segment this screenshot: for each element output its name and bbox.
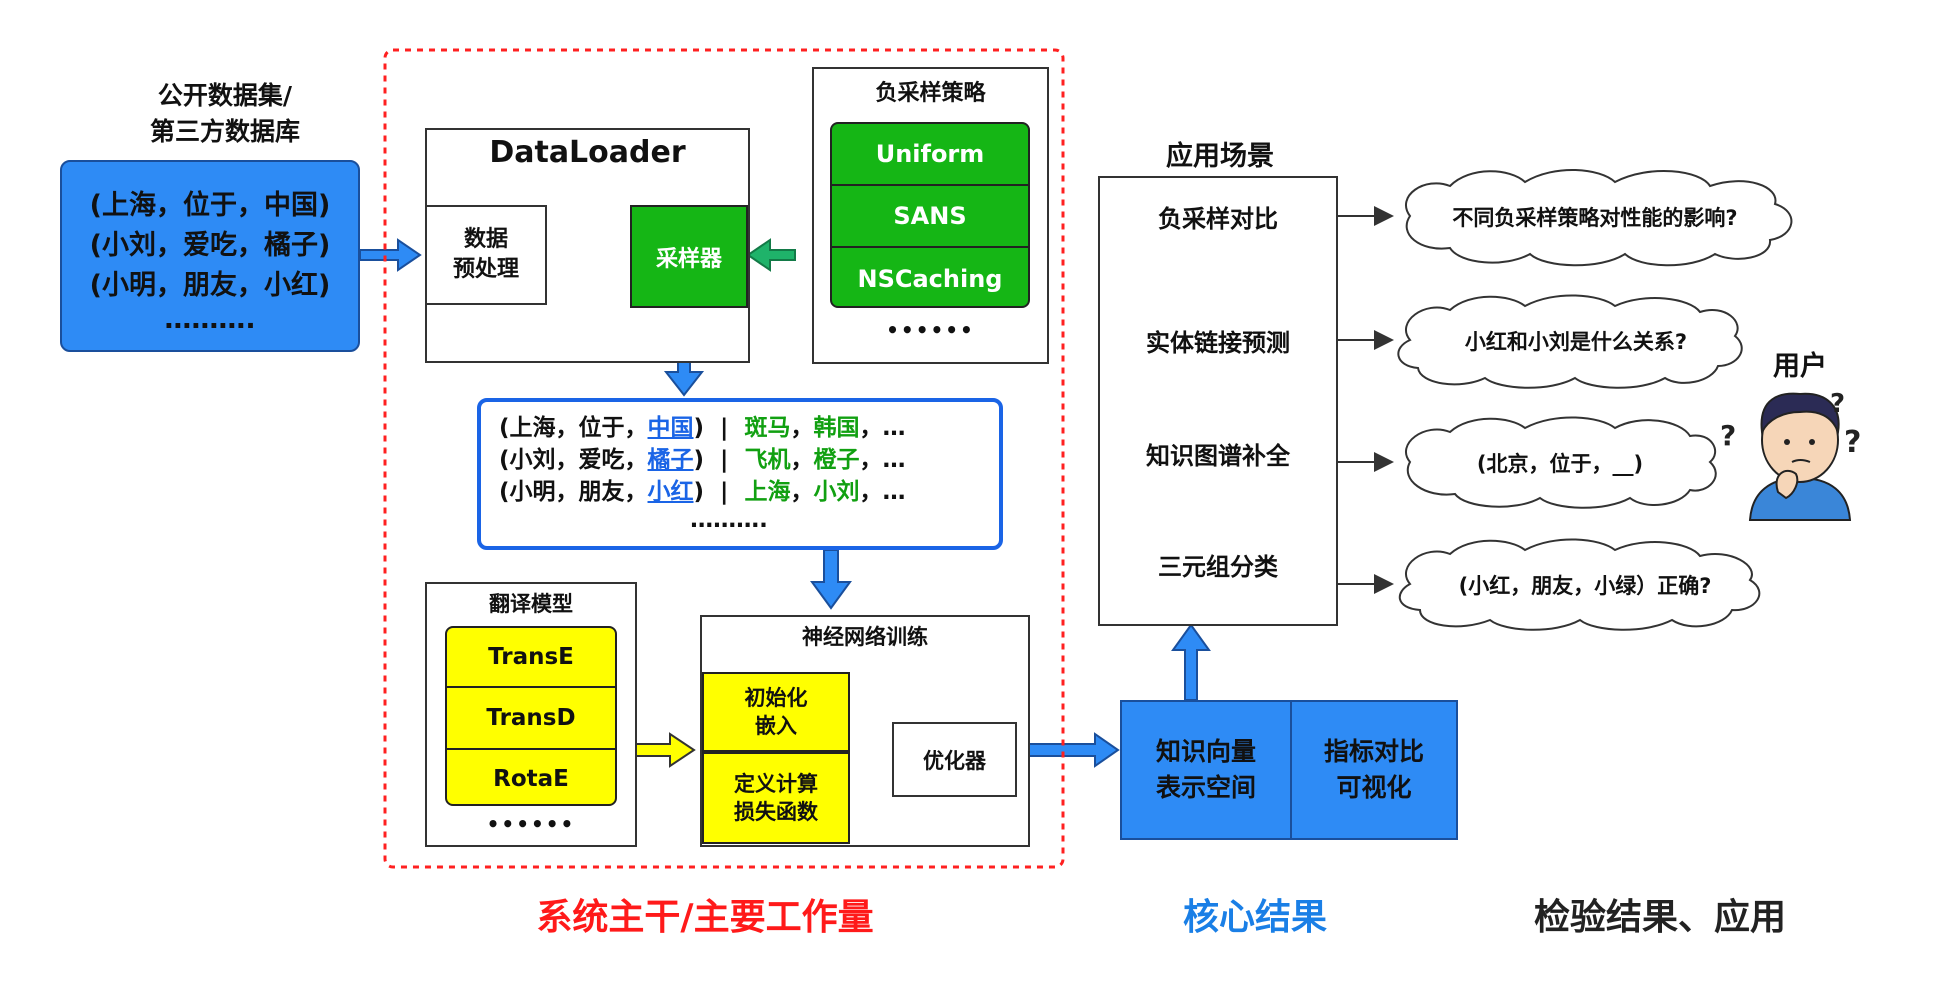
strategy-title: 负采样策略 (875, 81, 986, 106)
sample-sep: ) | (693, 479, 745, 505)
sample-tail: ，… (859, 447, 906, 473)
app-item: 负采样对比 (1158, 204, 1278, 233)
metric-visual-cell: 指标对比 可视化 (1292, 702, 1456, 838)
training-title: 神经网络训练 (802, 625, 928, 649)
cloud-shape-q3 (1405, 416, 1717, 509)
sample-tail: ，… (859, 415, 906, 441)
source-title-line2: 第三方数据库 (149, 117, 300, 146)
arrow-optimizer-to-results (1017, 732, 1120, 768)
samples-more: ………. (690, 507, 768, 533)
sample-negative: 橙子 (813, 447, 860, 473)
sample-comma: ， (790, 415, 814, 441)
models-more: •••••• (486, 812, 576, 836)
strategy-item: SANS (832, 186, 1028, 248)
caption-main: 系统主干/主要工作量 (536, 897, 874, 938)
strategy-item: NSCaching (857, 265, 1003, 293)
apps-title: 应用场景 (1166, 141, 1274, 172)
sample-negative: 韩国 (813, 415, 860, 441)
cloud-shape-q4 (1398, 538, 1761, 631)
source-title-line1: 公开数据集/ (157, 81, 293, 110)
source-triple: (小明，朋友，小红) (89, 270, 331, 301)
arrow-results-to-apps (1171, 623, 1211, 701)
arrow-samples-to-training (810, 549, 852, 610)
caption-verify: 检验结果、应用 (1533, 897, 1786, 938)
caption-core: 核心结果 (1182, 897, 1327, 938)
sample-comma: ， (790, 479, 814, 505)
vector-line1: 知识向量 (1155, 737, 1256, 766)
init-embedding-box: 初始化 嵌入 (702, 672, 850, 752)
sample-target: 中国 (647, 415, 694, 441)
source-triple: (小刘，爱吃，橘子) (89, 230, 331, 261)
sample-negative: 小刘 (813, 479, 860, 505)
dataloader-title: DataLoader (489, 135, 686, 170)
loss-line2: 损失函数 (734, 800, 818, 824)
sample-negative: 斑马 (744, 415, 791, 441)
preprocess-line2: 预处理 (452, 257, 519, 282)
sample-prefix: (上海，位于， (499, 415, 648, 441)
app-item: 知识图谱补全 (1146, 441, 1290, 470)
apps-panel (1098, 176, 1338, 626)
sample-prefix: (小刘，爱吃， (499, 447, 648, 473)
sample-row: (上海，位于，中国) | 斑马，韩国，… (499, 412, 999, 444)
strategy-list: Uniform SANS NSCaching (830, 122, 1030, 308)
source-data-box: (上海，位于，中国) (小刘，爱吃，橘子) (小明，朋友，小红) ………. (60, 160, 360, 352)
question-cloud: 不同负采样策略对性能的影响? (1452, 206, 1738, 230)
init-line2: 嵌入 (755, 714, 797, 738)
sample-sep: ) | (693, 415, 745, 441)
preprocess-box: 数据 预处理 (425, 205, 547, 305)
sample-target: 橘子 (647, 447, 694, 473)
source-title: 公开数据集/ 第三方数据库 (95, 78, 355, 150)
cloud-shape-q2 (1397, 294, 1743, 389)
preprocess-line1: 数据 (463, 227, 508, 252)
question-cloud: (北京，位于，__) (1476, 452, 1644, 476)
sample-negative: 上海 (744, 479, 791, 505)
sample-row: (小明，朋友，小红) | 上海，小刘，… (499, 476, 999, 508)
metric-line1: 指标对比 (1323, 737, 1424, 766)
sampler-box: 采样器 (630, 205, 748, 308)
cloud-shape-q1 (1405, 168, 1793, 267)
app-item: 三元组分类 (1158, 552, 1278, 581)
question-cloud: 小红和小刘是什么关系? (1464, 330, 1688, 354)
sample-target: 小红 (647, 479, 694, 505)
arrow-models-to-training (634, 732, 696, 768)
arrow-strategy-to-sampler (746, 238, 796, 272)
sample-sep: ) | (693, 447, 745, 473)
optimizer-box: 优化器 (892, 722, 1017, 797)
vector-space-cell: 知识向量 表示空间 (1122, 702, 1292, 838)
strategy-more: •••••• (886, 318, 975, 342)
strategy-item: Uniform (832, 124, 1028, 186)
model-item: TransD (447, 688, 615, 750)
init-line1: 初始化 (744, 686, 808, 710)
source-triple: (上海，位于，中国) (89, 190, 331, 221)
loss-function-box: 定义计算 损失函数 (702, 752, 850, 844)
sample-tail: ，… (859, 479, 906, 505)
sample-comma: ， (790, 447, 814, 473)
metric-line2: 可视化 (1336, 773, 1412, 802)
loss-line1: 定义计算 (734, 772, 818, 796)
source-more: ………. (164, 304, 256, 335)
arrow-source-to-dataloader (359, 238, 422, 272)
results-box: 知识向量 表示空间 指标对比 可视化 (1120, 700, 1458, 840)
sample-prefix: (小明，朋友， (499, 479, 648, 505)
models-list: TransE TransD RotaE (445, 626, 617, 806)
sample-negative: 飞机 (744, 447, 791, 473)
models-title: 翻译模型 (489, 592, 573, 616)
question-cloud: (小红，朋友，小绿）正确? (1458, 574, 1712, 598)
vector-line2: 表示空间 (1155, 773, 1256, 802)
sample-row: (小刘，爱吃，橘子) | 飞机，橙子，… (499, 444, 999, 476)
app-item: 实体链接预测 (1146, 328, 1290, 357)
user-label: 用户 (1773, 351, 1827, 382)
model-item: RotaE (493, 766, 569, 792)
model-item: TransE (447, 628, 615, 688)
samples-box: (上海，位于，中国) | 斑马，韩国，… (小刘，爱吃，橘子) | 飞机，橙子，… (477, 398, 1003, 550)
